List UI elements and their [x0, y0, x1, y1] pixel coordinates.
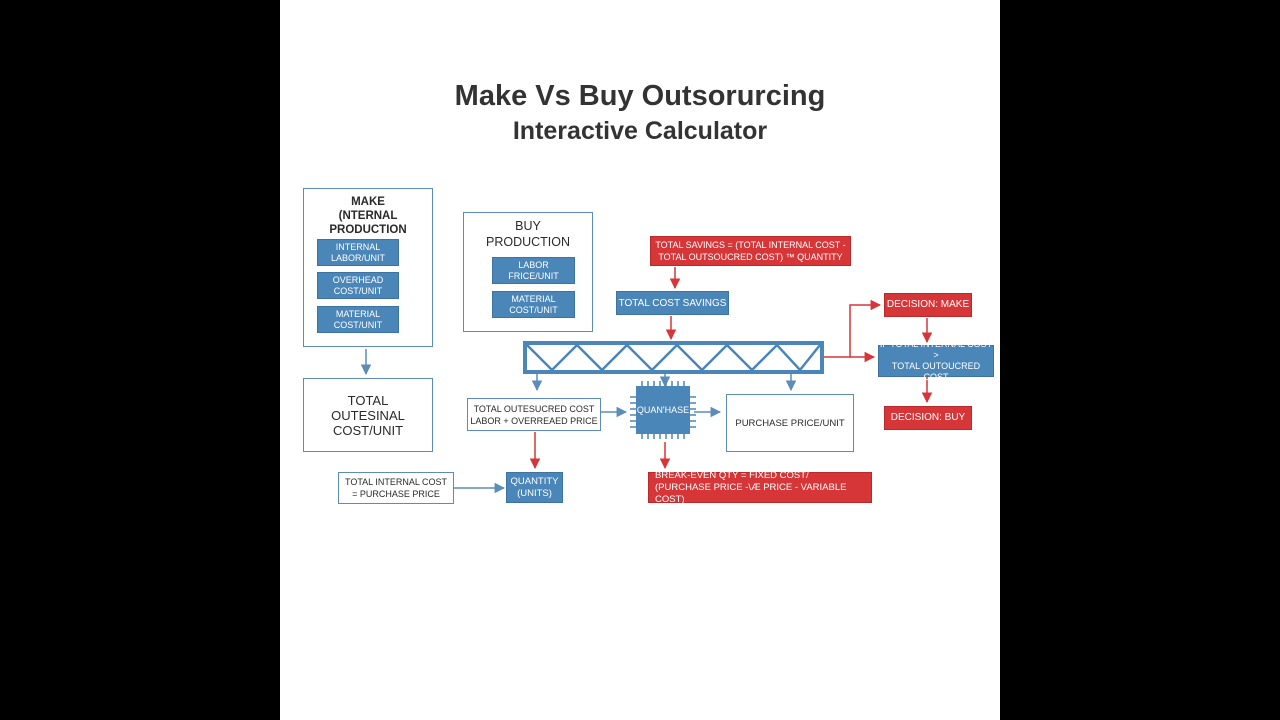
decision-buy-box: DECISION: BUY: [884, 406, 972, 430]
decision-make-box: DECISION: MAKE: [884, 293, 972, 317]
total-outesinal-box: TOTAL OUTESINAL COST/UNIT: [303, 378, 433, 452]
buy-group-label: BUY PRODUCTION: [485, 219, 571, 249]
condition-box: IF TOTAL INTERNAL COST > TOTAL OUTOUCRED…: [878, 339, 994, 382]
page-title: Make Vs Buy Outsorurcing: [454, 80, 826, 112]
make-group-label: MAKE (NTERNAL PRODUCTION: [329, 196, 407, 236]
diagram-canvas: Make Vs Buy Outsorurcing Interactive Cal…: [280, 0, 1000, 720]
total-cost-savings-box: TOTAL COST SAVINGS: [616, 291, 729, 315]
break-even-formula-box: BREAK-EVEN QTY = FIXED COST/ (PURCHASE P…: [648, 470, 872, 505]
total-internal-cost-box: TOTAL INTERNAL COST = PURCHASE PRICE: [338, 472, 454, 504]
buy-item-material-cost: MATERIAL COST/UNIT: [492, 291, 575, 318]
chip-icon: [630, 381, 696, 439]
arrow-truss-to-make: [824, 299, 882, 358]
make-item-overhead-cost: OVERHEAD COST/UNIT: [317, 272, 399, 299]
make-item-material-cost: MATERIAL COST/UNIT: [317, 306, 399, 333]
make-item-internal-labor: INTERNAL LABOR/UNIT: [317, 239, 399, 266]
truss-bar: [523, 341, 824, 374]
connector-layer: [360, 251, 933, 494]
quanhase-label: QUAN'HASE: [636, 405, 690, 415]
total-savings-formula-box: TOTAL SAVINGS = (TOTAL INTERNAL COST - T…: [650, 236, 851, 266]
total-outsourced-cost-box: TOTAL OUTESUCRED COST LABOR + OVERREAED …: [467, 398, 601, 431]
quantity-box: QUANTITY (UNITS): [506, 472, 563, 503]
page-subtitle: Interactive Calculator: [512, 117, 768, 145]
purchase-price-box: PURCHASE PRICE/UNIT: [726, 394, 854, 452]
buy-item-labor-price: LABOR FRICE/UNIT: [492, 257, 575, 284]
